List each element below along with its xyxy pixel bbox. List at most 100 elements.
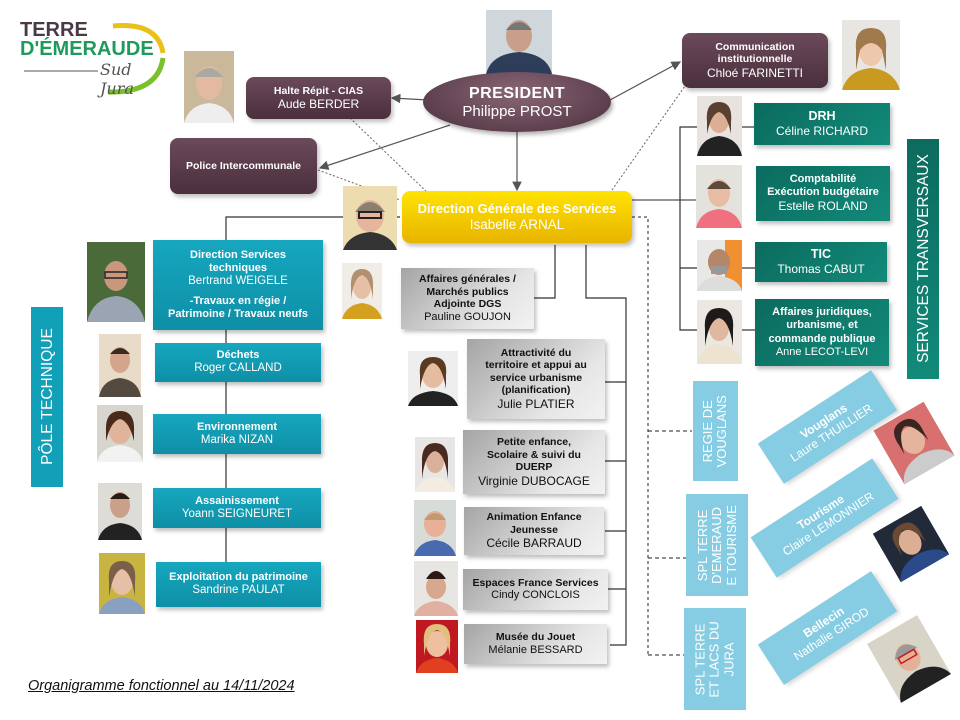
president-name: Philippe PROST	[462, 102, 572, 120]
dgs-node[interactable]: Direction Générale des Services Isabelle…	[402, 191, 632, 243]
transverse-title: TIC	[810, 247, 832, 262]
central-name: Virginie DUBOCAGE	[478, 473, 590, 488]
central-photo-6	[416, 620, 458, 673]
central-node-animation[interactable]: Animation Enfance Jeunesse Cécile BARRAU…	[464, 507, 604, 555]
transverse-node-comptabilite[interactable]: Comptabilité Exécution budgétaire Estell…	[756, 166, 890, 221]
transverse-title: DRH	[808, 109, 836, 124]
central-node-attractivite[interactable]: Attractivité du territoire et appui au s…	[467, 339, 605, 419]
central-title: Petite enfance,	[496, 435, 572, 448]
technique-node-assainissement[interactable]: Assainissement Yoann SEIGNEURET	[153, 488, 321, 528]
technique-title: Déchets	[216, 349, 260, 361]
logo-line3: Sud Jura	[100, 60, 134, 98]
dgs-name: Isabelle ARNAL	[469, 216, 565, 232]
technique-title: techniques	[208, 261, 268, 274]
services-transversaux-text: SERVICES TRANSVERSAUX	[914, 154, 932, 364]
central-photo-4	[414, 500, 456, 556]
transverse-title: urbanisme, et	[786, 319, 858, 332]
entity-photo-1	[873, 401, 955, 485]
technique-photo-3	[97, 405, 143, 462]
central-title: Musée du Jouet	[495, 631, 576, 644]
central-title: (planification)	[501, 384, 571, 397]
central-node-espaces-france[interactable]: Espaces France Services Cindy CONCLOIS	[463, 569, 608, 610]
police-title: Police Intercommunale	[186, 159, 301, 172]
central-name: Julie PLATIER	[497, 396, 575, 411]
communication-title-2: institutionnelle	[717, 53, 793, 66]
halte-repit-node[interactable]: Halte Répit - CIAS Aude BERDER	[246, 77, 391, 119]
central-photo-1	[342, 263, 382, 319]
technique-node-direction[interactable]: Direction Services techniques Bertrand W…	[153, 240, 323, 330]
central-title: Espaces France Services	[472, 576, 599, 589]
central-title: Scolaire & suivi du	[487, 448, 581, 461]
technique-title: Exploitation du patrimoine	[169, 571, 308, 583]
communication-name: Chloé FARINETTI	[706, 65, 804, 80]
transverse-title: commande publique	[768, 332, 876, 345]
central-title: Jeunesse	[510, 523, 558, 536]
person-photo-icon	[486, 10, 552, 74]
halte-name: Aude BERDER	[277, 97, 360, 112]
transverse-name: Anne LECOT-LEVI	[775, 345, 869, 358]
central-title: Affaires générales /	[419, 273, 516, 286]
technique-node-environnement[interactable]: Environnement Marika NIZAN	[153, 414, 321, 454]
transverse-name: Thomas CABUT	[777, 262, 865, 277]
central-photo-2	[408, 351, 458, 406]
central-photo-5	[414, 561, 458, 616]
transverse-photo-3	[697, 240, 742, 291]
technique-node-dechets[interactable]: Déchets Roger CALLAND	[155, 343, 321, 382]
technique-title: Direction Services	[190, 248, 286, 261]
technique-name: Yoann SEIGNEURET	[181, 507, 293, 520]
technique-node-exploitation[interactable]: Exploitation du patrimoine Sandrine PAUL…	[156, 562, 321, 607]
transverse-node-tic[interactable]: TIC Thomas CABUT	[755, 242, 887, 282]
communication-node[interactable]: Communication institutionnelle Chloé FAR…	[682, 33, 828, 88]
technique-name: Sandrine PAULAT	[192, 584, 285, 597]
transverse-title: Comptabilité	[789, 173, 857, 186]
technique-name: Roger CALLAND	[194, 362, 282, 375]
technique-title: Environnement	[196, 420, 278, 433]
halte-title: Halte Répit - CIAS	[273, 84, 364, 97]
central-node-petite-enfance[interactable]: Petite enfance, Scolaire & suivi du DUER…	[463, 430, 605, 494]
technique-photo-4	[98, 483, 142, 540]
technique-photo-1	[87, 242, 145, 322]
president-title: PRESIDENT	[468, 84, 566, 102]
entity-photo-2	[872, 505, 950, 583]
transverse-photo-2	[696, 165, 742, 228]
central-photo-3	[415, 437, 455, 492]
transverse-photo-1	[697, 96, 742, 156]
technique-photo-2	[99, 334, 141, 397]
president-to-communication-line	[609, 61, 682, 101]
central-node-affaires-generales[interactable]: Affaires générales / Marchés publics Adj…	[401, 268, 534, 329]
transverse-node-drh[interactable]: DRH Céline RICHARD	[754, 103, 890, 145]
transverse-title: Affaires juridiques,	[772, 306, 872, 319]
central-title: Adjointe DGS	[433, 298, 502, 311]
pole-technique-text: PÔLE TECHNIQUE	[38, 328, 56, 466]
entity-photo-3	[866, 615, 952, 703]
transverse-title: Exécution budgétaire	[767, 186, 879, 199]
transverse-name: Céline RICHARD	[775, 124, 869, 139]
central-title: Attractivité du	[500, 346, 572, 359]
logo-swoosh-icon	[24, 23, 166, 95]
transverse-node-affaires-juridiques[interactable]: Affaires juridiques, urbanisme, et comma…	[755, 299, 889, 366]
police-intercommunale-node[interactable]: Police Intercommunale	[170, 138, 317, 194]
dgs-title: Direction Générale des Services	[417, 201, 617, 217]
president-to-police-line	[318, 124, 451, 170]
pole-technique-label: PÔLE TECHNIQUE	[31, 307, 63, 487]
technique-extra: Patrimoine / Travaux neufs	[168, 308, 308, 321]
president-to-halte-line	[390, 93, 429, 104]
logo-line2: D'ÉMERAUDE	[20, 38, 154, 60]
communication-photo	[842, 20, 900, 90]
president-photo	[486, 10, 552, 74]
central-title: territoire et appui au	[485, 359, 587, 372]
logo: TERRE D'ÉMERAUDE Sud Jura	[18, 18, 168, 98]
technique-title: Assainissement	[195, 494, 279, 507]
transverse-name: Estelle ROLAND	[778, 199, 868, 214]
technique-extra: -Travaux en régie /	[189, 294, 287, 307]
services-transversaux-label: SERVICES TRANSVERSAUX	[907, 139, 939, 379]
central-node-musee[interactable]: Musée du Jouet Mélanie BESSARD	[464, 624, 607, 664]
central-name: Cindy CONCLOIS	[491, 589, 580, 602]
dgs-photo	[343, 186, 397, 250]
president-node[interactable]: PRESIDENT Philippe PROST	[423, 72, 611, 132]
